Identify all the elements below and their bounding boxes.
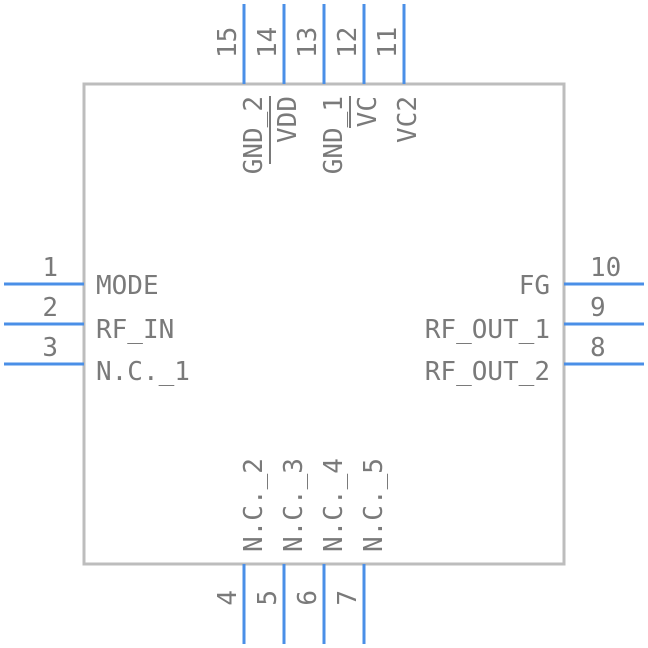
pin-1-name: MODE — [96, 271, 159, 301]
pin-9-name: RF_OUT_1 — [425, 315, 550, 345]
pin-8: 8 RF_OUT_2 — [425, 333, 644, 387]
pin-15-number: 15 — [213, 27, 243, 58]
pin-8-number: 8 — [590, 333, 606, 363]
pin-15: 15 GND_2 — [213, 4, 269, 174]
pin-14-number: 14 — [253, 27, 283, 58]
pin-2-name: RF_IN — [96, 315, 174, 345]
pin-13: 13 GND_1 — [293, 4, 349, 174]
pin-8-name: RF_OUT_2 — [425, 357, 550, 387]
pin-6-number: 6 — [293, 590, 323, 606]
pin-12-number: 12 — [333, 27, 363, 58]
pin-10-name: FG — [519, 271, 550, 301]
pin-15-name: GND_2 — [239, 96, 269, 174]
pin-6: 6 N.C._4 — [293, 458, 349, 644]
pin-6-name: N.C._4 — [319, 458, 349, 552]
pin-3-name: N.C._1 — [96, 357, 190, 387]
pin-1: 1 MODE — [4, 253, 159, 301]
pin-7-number: 7 — [333, 590, 363, 606]
pin-13-name: GND_1 — [319, 96, 349, 174]
pin-9-number: 9 — [590, 293, 606, 323]
pin-2-number: 2 — [42, 293, 58, 323]
pin-5-number: 5 — [253, 590, 283, 606]
pin-13-number: 13 — [293, 27, 323, 58]
pin-11: 11 VC2 — [373, 4, 423, 143]
pin-12: 12 VC — [333, 4, 383, 128]
pin-7-name: N.C._5 — [359, 458, 389, 552]
pin-3: 3 N.C._1 — [4, 333, 190, 387]
pin-4-name: N.C._2 — [239, 458, 269, 552]
pin-10-number: 10 — [590, 253, 621, 283]
pin-11-number: 11 — [373, 27, 403, 58]
pin-12-name: VC — [353, 96, 383, 127]
pin-3-number: 3 — [42, 333, 58, 363]
pin-7: 7 N.C._5 — [333, 458, 389, 644]
pin-14: 14 VDD — [253, 4, 303, 164]
pin-10: 10 FG — [519, 253, 644, 301]
pin-14-name: VDD — [273, 96, 303, 143]
pin-2: 2 RF_IN — [4, 293, 174, 345]
ic-body — [82, 82, 566, 566]
pin-5: 5 N.C._3 — [253, 458, 309, 644]
pin-5-name: N.C._3 — [279, 458, 309, 552]
pin-1-number: 1 — [42, 253, 58, 283]
pin-11-name: VC2 — [393, 96, 423, 143]
pin-4: 4 N.C._2 — [213, 458, 269, 644]
pin-9: 9 RF_OUT_1 — [425, 293, 644, 345]
pin-4-number: 4 — [213, 590, 243, 606]
